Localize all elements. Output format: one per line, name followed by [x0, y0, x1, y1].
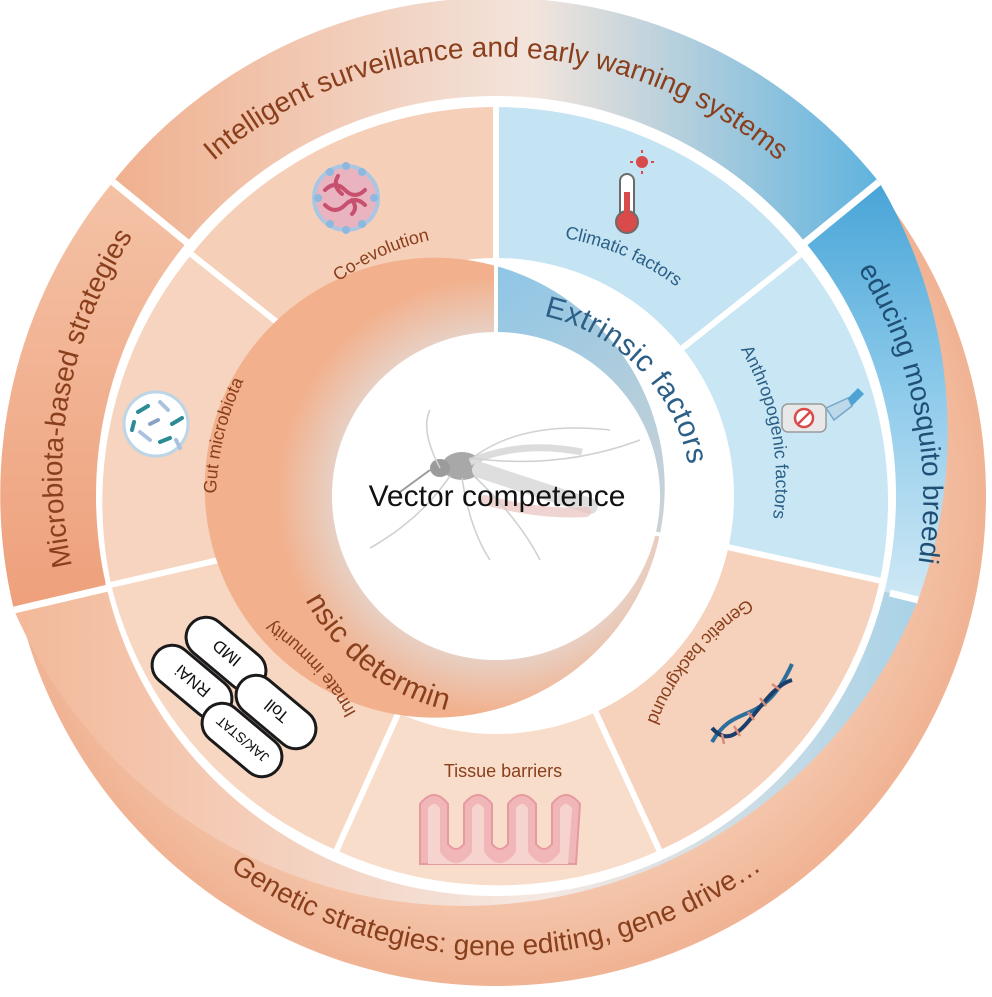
tissue-barriers-label: Tissue barriers	[444, 761, 562, 781]
center-title: Vector competence	[369, 480, 626, 513]
villi-icon	[419, 794, 582, 865]
spray-bottle-icon	[781, 388, 864, 433]
pathway-ovals: IMD RNAi Toll JAK/STAT	[150, 615, 318, 779]
mosquito-icon	[369, 409, 641, 561]
dna-icon	[710, 663, 794, 745]
virus-icon	[312, 162, 380, 234]
petri-dish-icon	[122, 390, 190, 458]
thermometer-icon	[615, 150, 654, 234]
